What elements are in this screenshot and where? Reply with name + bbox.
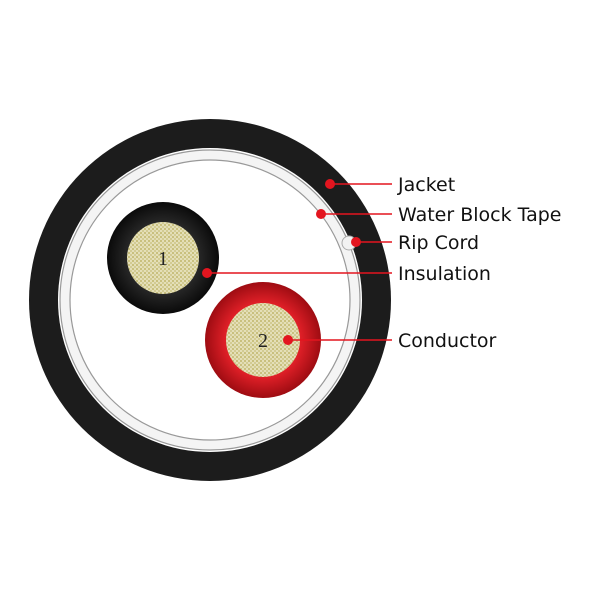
- ripcord-callout-dot: [351, 237, 361, 247]
- conductor-callout-dot: [283, 335, 293, 345]
- conductor-2: 2: [205, 282, 321, 398]
- tape-callout-dot: [316, 209, 326, 219]
- conductor-1: 1: [107, 202, 219, 314]
- conductor-core-1: [127, 222, 199, 294]
- label-conductor: Conductor: [398, 330, 497, 352]
- label-rip-cord: Rip Cord: [398, 232, 479, 254]
- conductor-number-1: 1: [158, 248, 168, 270]
- insulation-callout-dot: [202, 268, 212, 278]
- label-insulation: Insulation: [398, 263, 491, 285]
- label-water-block-tape: Water Block Tape: [398, 204, 562, 226]
- conductor-core-2: [226, 303, 300, 377]
- conductor-number-2: 2: [258, 330, 268, 352]
- jacket-callout-dot: [325, 179, 335, 189]
- label-jacket: Jacket: [397, 174, 455, 196]
